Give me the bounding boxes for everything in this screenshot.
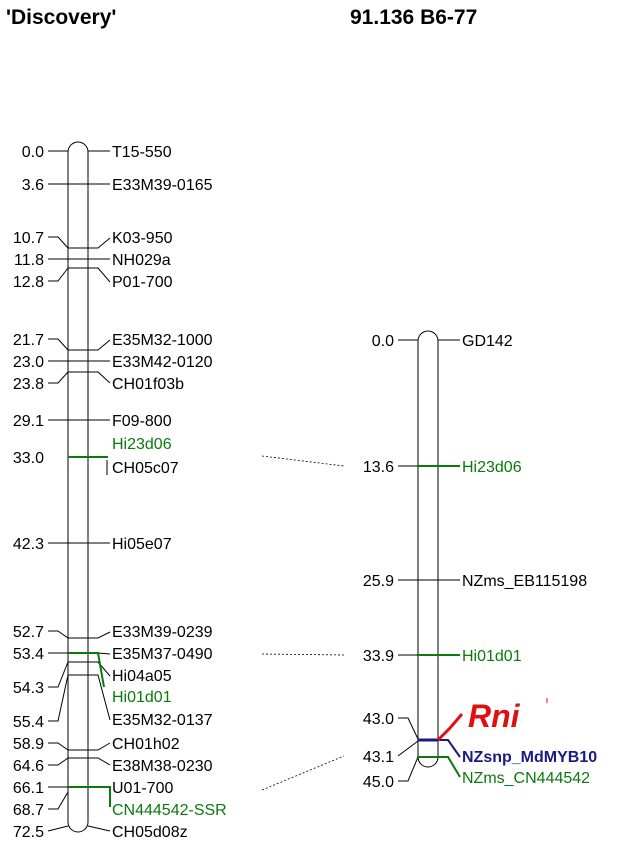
- left-pos-label: 53.4: [13, 646, 44, 663]
- left-marker-label: Hi04a05: [112, 668, 172, 685]
- right-marker-label: NZms_CN444542: [462, 770, 590, 787]
- left-pos-label: 72.5: [13, 824, 44, 841]
- right-map-title: 91.136 B6-77: [350, 6, 477, 29]
- left-marker-label: E33M39-0239: [112, 624, 213, 641]
- left-marker-label: E35M32-1000: [112, 332, 213, 349]
- right-marker-label: GD142: [462, 333, 513, 350]
- right-pos-label: 43.0: [363, 711, 394, 728]
- left-pos-label: 52.7: [13, 624, 44, 641]
- left-pos-label: 3.6: [22, 177, 44, 194]
- left-pos-label: 0.0: [22, 144, 44, 161]
- left-marker-label: K03-950: [112, 230, 173, 247]
- left-marker-label: F09-800: [112, 413, 172, 430]
- left-marker-label: CN444542-SSR: [112, 802, 227, 819]
- right-pos-label: 45.0: [363, 774, 394, 791]
- left-linkage-group: 0.0 3.6 10.7 11.8 12.8 21.7 23.0 23.8 29…: [13, 141, 227, 841]
- left-marker-label: Hi23d06: [112, 436, 172, 453]
- left-marker-label: P01-700: [112, 274, 173, 291]
- left-pos-label: 23.0: [13, 354, 44, 371]
- left-marker-label: E33M39-0165: [112, 177, 213, 194]
- left-pos-label: 42.3: [13, 536, 44, 553]
- left-marker-label: CH05c07: [112, 460, 179, 477]
- right-marker-label: NZms_EB115198: [462, 573, 587, 590]
- left-marker-label: CH01f03b: [112, 376, 184, 393]
- left-pos-label: 29.1: [13, 413, 44, 430]
- left-pos-label: 64.6: [13, 758, 44, 775]
- left-pos-label: 23.8: [13, 376, 44, 393]
- left-marker-label: E35M32-0137: [112, 712, 213, 729]
- left-marker-label: U01-700: [112, 780, 173, 797]
- left-pos-label: 54.3: [13, 680, 44, 697]
- left-marker-label: CH05d08z: [112, 824, 188, 841]
- qtl-pointer: [436, 713, 464, 742]
- right-marker-label: Hi23d06: [462, 459, 522, 476]
- left-pos-label: 66.1: [13, 780, 44, 797]
- left-chromosome-bar: [67, 141, 89, 833]
- left-marker-label: E35M37-0490: [112, 646, 213, 663]
- left-pos-label: 12.8: [13, 274, 44, 291]
- left-marker-label: T15-550: [112, 144, 172, 161]
- qtl-label: Rni: [468, 698, 521, 734]
- right-linkage-group: 0.0 13.6 25.9 33.9 43.0 43.1 45.0 Rni GD…: [363, 330, 597, 791]
- right-pos-label: 25.9: [363, 573, 394, 590]
- right-chromosome-bar: [417, 330, 439, 768]
- left-pos-label: 68.7: [13, 802, 44, 819]
- left-marker-label: NH029a: [112, 252, 171, 269]
- left-pos-label: 58.9: [13, 736, 44, 753]
- left-marker-label: E33M42-0120: [112, 354, 213, 371]
- homology-connectors: [261, 455, 345, 791]
- right-marker-label: Hi01d01: [462, 648, 522, 665]
- left-pos-label: 10.7: [13, 230, 44, 247]
- right-pos-label: 43.1: [363, 749, 394, 766]
- left-marker-label: Hi05e07: [112, 536, 172, 553]
- left-marker-label: E38M38-0230: [112, 758, 213, 775]
- right-pos-label: 33.9: [363, 648, 394, 665]
- left-marker-label: Hi01d01: [112, 689, 172, 706]
- left-pos-label: 55.4: [13, 714, 44, 731]
- right-pos-label: 13.6: [363, 459, 394, 476]
- left-map-title: 'Discovery': [6, 6, 116, 29]
- right-marker-label: NZsnp_MdMYB10: [462, 749, 597, 766]
- left-pos-label: 21.7: [13, 332, 44, 349]
- left-marker-label: CH01h02: [112, 736, 180, 753]
- left-pos-label: 33.0: [13, 450, 44, 467]
- left-pos-label: 11.8: [14, 252, 44, 269]
- right-pos-label: 0.0: [372, 333, 394, 350]
